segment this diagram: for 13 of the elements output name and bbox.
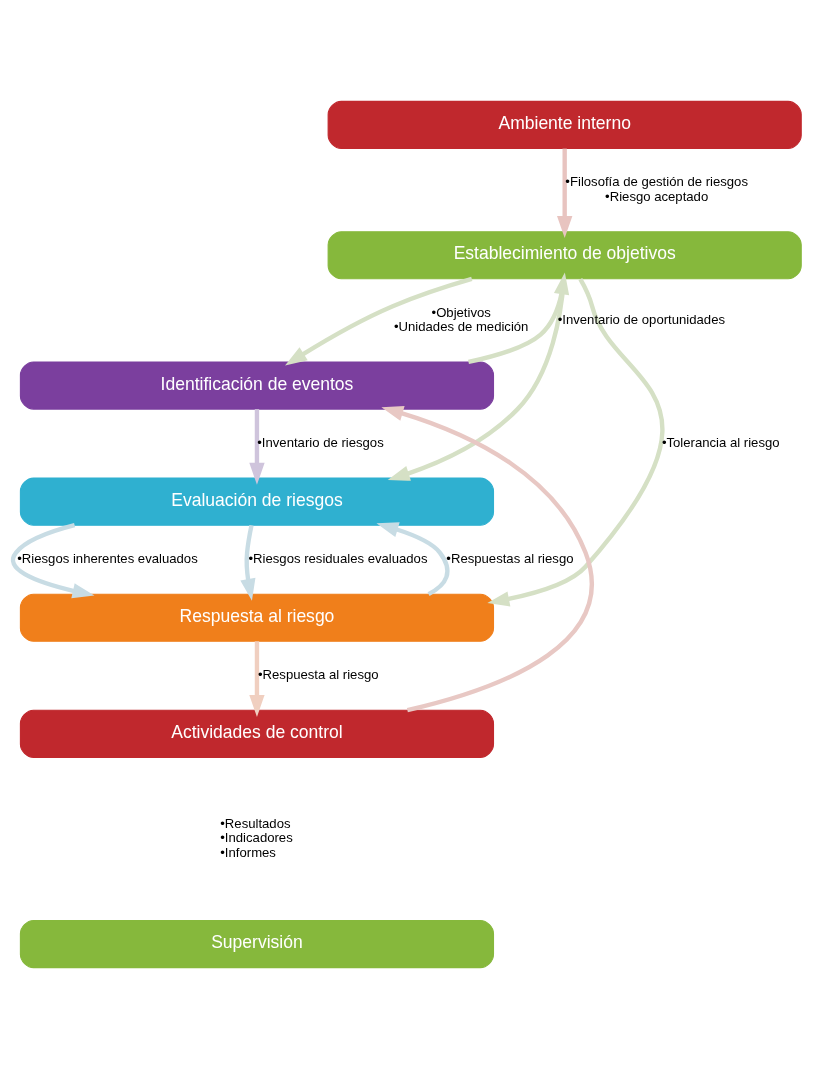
edge-label: •Riesgos inherentes evaluados bbox=[17, 550, 198, 566]
edge-label: •Tolerancia al riesgo bbox=[661, 434, 780, 450]
edge-label: •Objetivos bbox=[431, 304, 491, 320]
edge-label: •Inventario de riesgos bbox=[257, 434, 384, 450]
node-label: •Informes bbox=[220, 844, 276, 860]
edge-label: •Riesgos residuales evaluados bbox=[248, 550, 428, 566]
edge-label: •Respuesta al riesgo bbox=[257, 666, 379, 682]
edge-label: •Inventario de oportunidades bbox=[557, 311, 726, 327]
edge-label: •Respuestas al riesgo bbox=[446, 550, 574, 566]
edge-label: •Filosofía de gestión de riesgos bbox=[565, 173, 748, 189]
node-label: •Indicadores bbox=[220, 829, 293, 845]
edge-label: •Riesgo aceptado bbox=[605, 188, 709, 204]
node-label: •Resultados bbox=[220, 815, 291, 831]
